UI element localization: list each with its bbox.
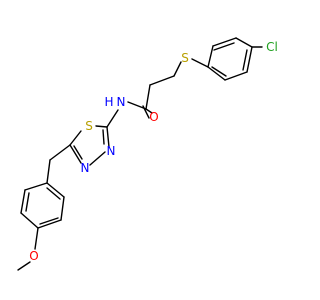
bond [207, 45, 214, 68]
bond [37, 219, 62, 229]
carbonyl-oxygen-label: O [149, 110, 158, 124]
bond [102, 129, 105, 145]
bond [173, 61, 182, 77]
bond [246, 46, 253, 73]
bond [95, 125, 108, 128]
bond [20, 212, 39, 229]
ring-nitrogen-label: N [107, 144, 116, 158]
bond [145, 84, 151, 110]
bond [69, 130, 82, 146]
bond [73, 145, 83, 160]
bond [213, 42, 235, 51]
bond [39, 217, 59, 225]
ring-sulfur-label: S [85, 119, 93, 133]
methoxy-oxygen-label: O [29, 249, 38, 263]
bond [25, 192, 30, 212]
bond [235, 37, 253, 48]
ring-nitrogen-label: N [81, 161, 90, 175]
bond [242, 49, 248, 71]
atom-label-layer: Cl S O N H S N N O [29, 40, 278, 263]
bond [89, 151, 106, 166]
bond [46, 182, 65, 198]
bond [106, 126, 110, 148]
bond [60, 196, 65, 221]
structure-drawing: Cl S O N H S N N O [17, 37, 278, 271]
bond [20, 189, 26, 214]
bond [34, 227, 39, 250]
bond [191, 58, 209, 68]
bond [46, 159, 51, 184]
bond [17, 261, 31, 271]
thioether-sulfur-label: S [181, 51, 189, 65]
bond [46, 187, 61, 200]
bond-layer [17, 37, 263, 271]
amide-nitrogen-label: N [117, 95, 126, 109]
amide-hydrogen-label: H [104, 95, 113, 109]
bond [224, 71, 248, 81]
bond [149, 75, 175, 86]
bond [211, 66, 227, 77]
bond [145, 108, 153, 114]
bond [24, 182, 48, 191]
bond [212, 37, 237, 47]
molecule-diagram: Cl S O N H S N N O [17, 37, 278, 271]
bond [69, 144, 82, 164]
bond [49, 144, 71, 161]
bond [127, 101, 147, 110]
bond [207, 66, 226, 81]
chlorine-label: Cl [266, 40, 278, 54]
bond [106, 109, 119, 128]
